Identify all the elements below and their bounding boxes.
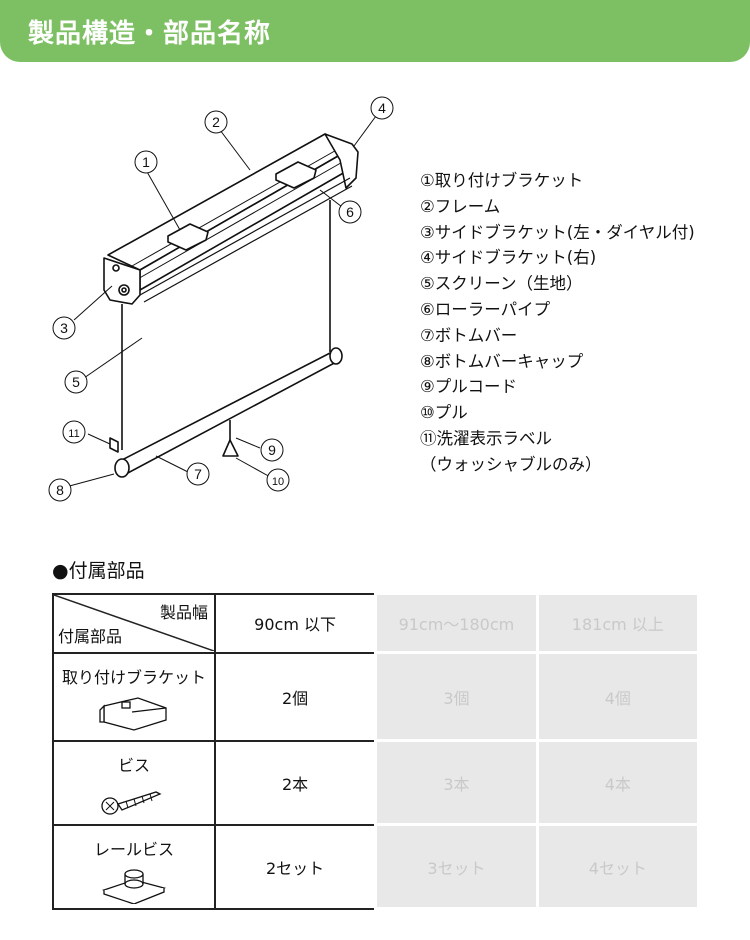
part-item: ⑨プルコード (420, 377, 517, 397)
svg-text:1: 1 (142, 154, 150, 170)
table-cell: 4セット (535, 823, 701, 910)
item-name: レールビス (93, 839, 174, 859)
parts-list: ①取り付けブラケット ②フレーム ③サイドブラケット(左・ダイヤル付) ④サイド… (420, 168, 695, 478)
callout-3: 3 (52, 316, 76, 340)
table-cell: 3セット (374, 823, 539, 910)
part-item: ⑧ボトムバーキャップ (420, 351, 584, 371)
table-cell: 3個 (374, 651, 539, 742)
part-item: ④サイドブラケット(右) (420, 248, 597, 268)
roller-blind-diagram: 1 2 3 4 5 6 7 8 9 10 11 (48, 96, 394, 502)
table-cell: 2セット (214, 823, 377, 910)
svg-text:6: 6 (346, 204, 354, 220)
item-name: ビス (117, 755, 150, 775)
callout-2: 2 (204, 110, 228, 134)
svg-text:8: 8 (56, 482, 64, 498)
part-item-note: （ウォッシャブルのみ） (420, 454, 602, 474)
table-cell: 4個 (535, 651, 701, 742)
screw-icon (101, 790, 162, 815)
svg-text:3: 3 (60, 320, 68, 336)
svg-text:4: 4 (378, 100, 386, 116)
table-header-row: 製品幅 付属部品 90cm 以下 91cm〜180cm 181cm 以上 (52, 592, 701, 654)
part-item: ②フレーム (420, 196, 501, 216)
accessories-heading: ●付属部品 (52, 560, 145, 582)
svg-text:5: 5 (72, 374, 80, 390)
part-item: ③サイドブラケット(左・ダイヤル付) (420, 222, 695, 242)
callout-11: 11 (62, 420, 86, 444)
part-item: ①取り付けブラケット (420, 171, 584, 190)
rail-screw-icon (101, 868, 167, 904)
corner-label-width: 製品幅 (159, 603, 208, 622)
page-title: 製品構造・部品名称 (28, 19, 272, 49)
part-item: ⑦ボトムバー (420, 325, 518, 345)
table-cell: 3本 (374, 739, 539, 826)
callout-7: 7 (186, 462, 210, 486)
svg-text:7: 7 (194, 466, 202, 482)
svg-text:10: 10 (272, 476, 284, 488)
item-cell: ビス (52, 739, 216, 826)
column-header: 90cm 以下 (214, 592, 377, 654)
item-name: 取り付けブラケット (61, 667, 206, 687)
callout-5: 5 (64, 370, 88, 394)
table-row: 取り付けブラケット 2個 3個 4個 (52, 651, 701, 742)
svg-text:9: 9 (268, 442, 276, 458)
item-cell: レールビス (52, 823, 216, 910)
page-header: 製品構造・部品名称 (0, 0, 750, 62)
callout-6: 6 (338, 200, 362, 224)
corner-label-parts: 付属部品 (58, 627, 123, 646)
table-row: ビス 2本 3本 4本 (52, 739, 701, 826)
item-cell: 取り付けブラケット (52, 651, 216, 742)
table-cell: 4本 (535, 739, 701, 826)
part-item: ⑤スクリーン（生地） (420, 274, 583, 294)
bracket-icon (99, 696, 167, 731)
table-row: レールビス 2セット 3セット 4セット (52, 823, 701, 910)
callout-4: 4 (370, 96, 394, 120)
callout-10: 10 (266, 468, 290, 492)
table-cell: 2個 (214, 651, 377, 742)
part-item: ⑥ローラーパイプ (420, 299, 551, 319)
table-corner-cell: 製品幅 付属部品 (52, 592, 216, 654)
part-item: ⑪洗濯表示ラベル (420, 428, 552, 448)
column-header: 181cm 以上 (535, 592, 701, 654)
column-header: 91cm〜180cm (374, 592, 539, 654)
accessories-table: 製品幅 付属部品 90cm 以下 91cm〜180cm 181cm 以上 取り付… (52, 592, 701, 910)
callout-1: 1 (134, 150, 158, 174)
svg-text:11: 11 (68, 428, 79, 440)
diagonal-divider (54, 595, 214, 651)
svg-text:2: 2 (212, 114, 220, 130)
callout-9: 9 (260, 438, 284, 462)
table-cell: 2本 (214, 739, 377, 826)
callout-8: 8 (48, 478, 72, 502)
part-item: ⑩プル (420, 403, 468, 423)
